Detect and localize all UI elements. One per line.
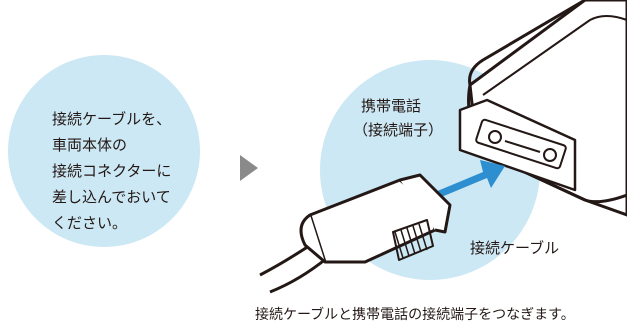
grip-ridges [394, 223, 428, 259]
instruction-line: 接続ケーブルを、 [52, 110, 172, 128]
instruction-line: 接続コネクターに [52, 162, 172, 180]
connection-illustration [259, 0, 627, 294]
instruction-line: 差し込んでおいて [52, 188, 171, 206]
instruction-text: 接続ケーブルを、 車両本体の 接続コネクターに 差し込んでおいて ください。 [52, 106, 212, 236]
insert-arrow-icon [423, 160, 505, 203]
instruction-line: ください。 [52, 214, 128, 232]
cable-illustration [259, 173, 452, 294]
connector-port [475, 118, 567, 170]
phone-illustration [458, 0, 627, 217]
phone-connector-label: （接続端子） [353, 121, 444, 139]
caption: 接続ケーブルと携帯電話の接続端子をつなぎます。 [255, 307, 575, 323]
instruction-line: 車両本体の [52, 136, 128, 154]
instruction-circle [8, 55, 200, 247]
cable-label: 接続ケーブル [470, 239, 560, 257]
phone-label: 携帯電話 [361, 97, 422, 115]
arrow-right-icon [240, 155, 258, 181]
